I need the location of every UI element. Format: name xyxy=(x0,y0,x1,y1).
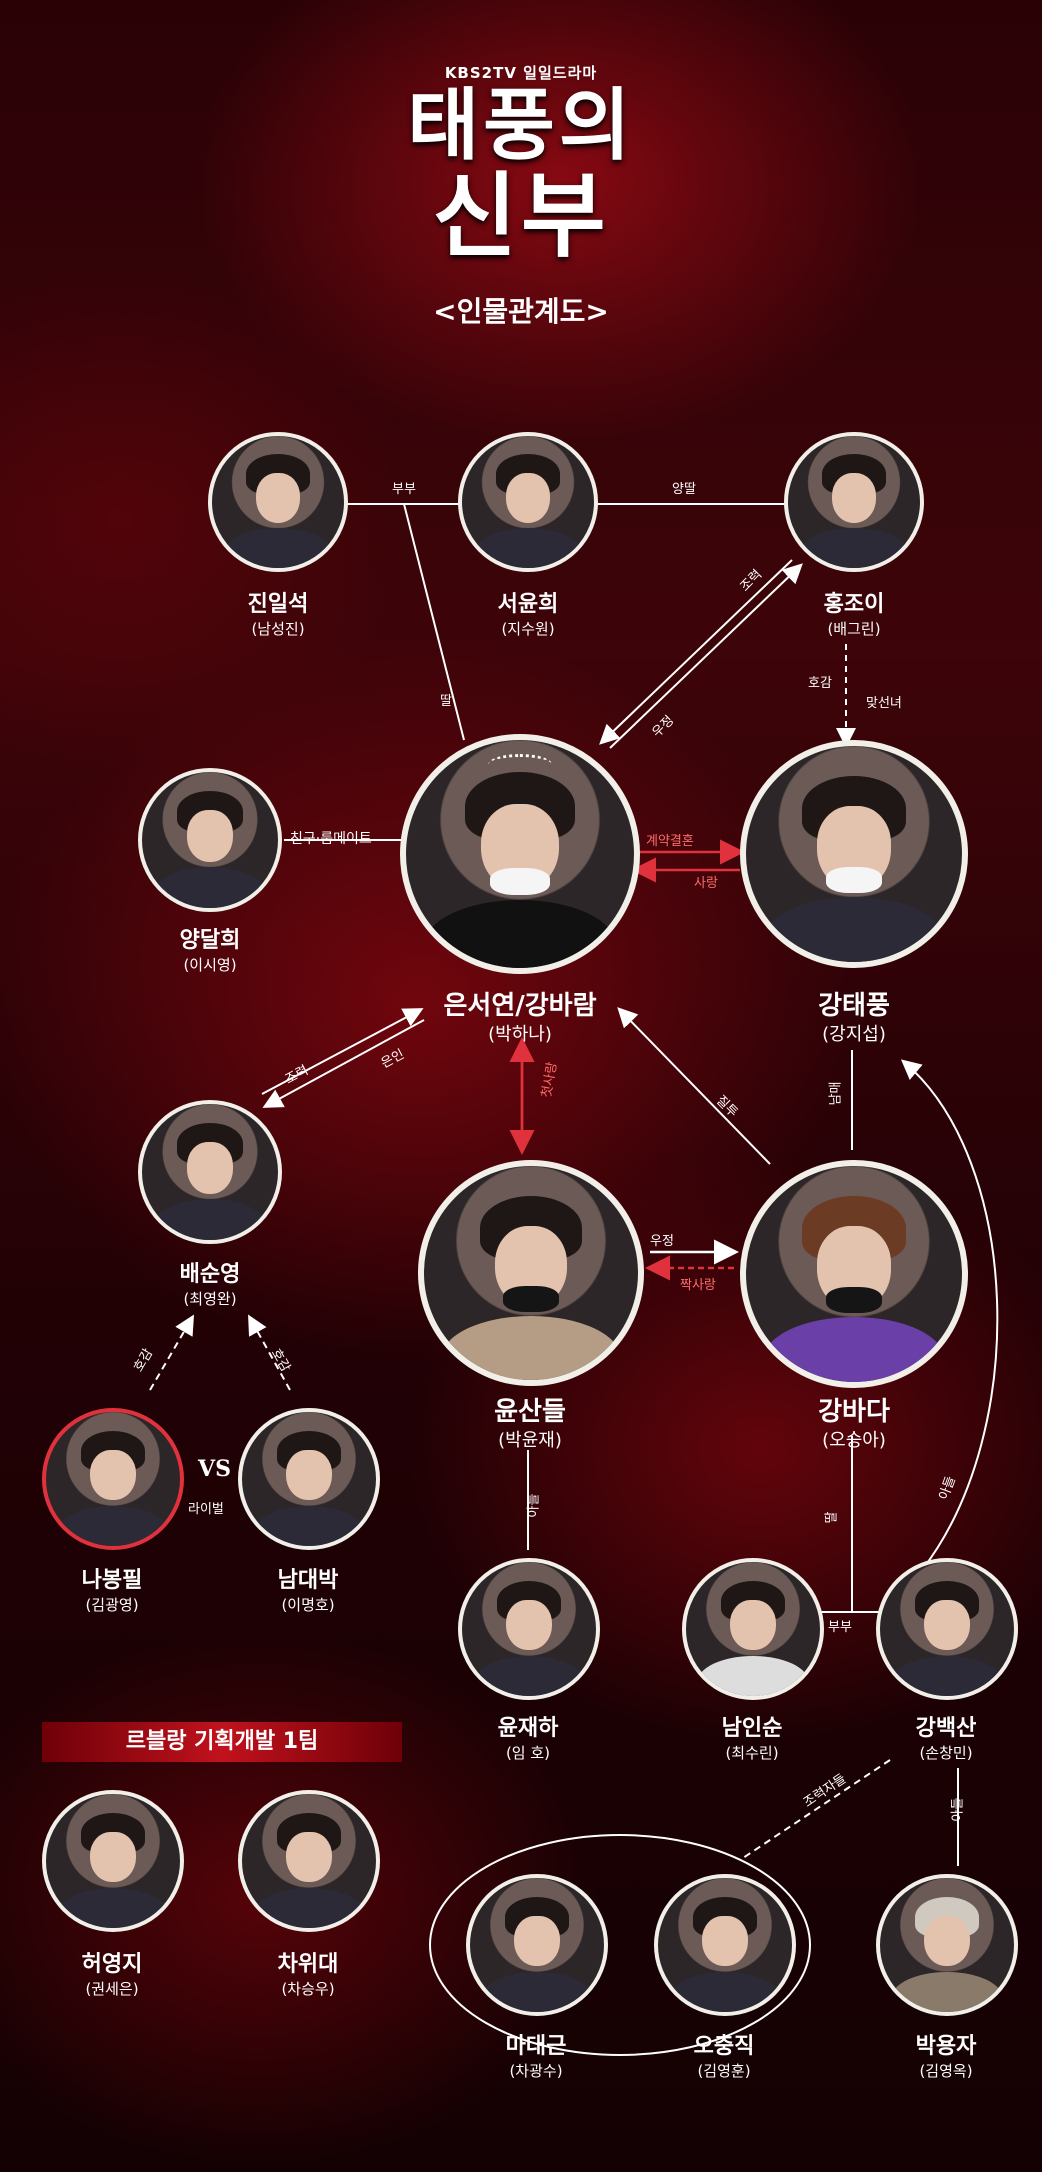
actor-park-yongja: (김영옥) xyxy=(919,2062,973,2080)
relation-nammae: 남매 xyxy=(828,1081,844,1106)
relation-rival: 라이벌 xyxy=(188,1502,224,1517)
name-nam-daebak: 남대박 xyxy=(277,1568,339,1593)
actor-oh-chungjik: (김영훈) xyxy=(697,2062,751,2080)
actor-heo-youngji: (권세은) xyxy=(85,1980,139,1998)
name-eun-seoyeon: 은서연/강바람 xyxy=(443,991,597,1021)
chart-subtitle: <인물관계도> xyxy=(433,295,609,328)
portrait-jin-ilseok xyxy=(208,432,348,572)
portrait-na-bongpil xyxy=(42,1408,184,1550)
relation-bubu-bottom: 부부 xyxy=(828,1620,852,1635)
line-joryeokja xyxy=(739,1759,891,1861)
actor-kang-taepung: (강지섭) xyxy=(822,1024,886,1045)
relation-bubu-top: 부부 xyxy=(392,482,416,497)
actor-nam-daebak: (이명호) xyxy=(281,1596,335,1614)
line-na-bae xyxy=(149,1314,195,1391)
relation-matseonnyeo: 맞선녀 xyxy=(866,696,902,711)
portrait-cha-widae xyxy=(238,1790,380,1932)
name-bae-sunyoung: 배순영 xyxy=(179,1262,241,1287)
relation-ttal: 딸 xyxy=(440,694,452,709)
portrait-kang-taepung xyxy=(740,740,968,968)
name-kang-bada: 강바다 xyxy=(818,1397,890,1427)
portrait-yang-dalhee xyxy=(138,768,282,912)
relation-chingu: 친구·룸메이트 xyxy=(290,831,372,847)
actor-yun-sandeul: (박윤재) xyxy=(498,1430,562,1451)
drama-title-line2: 신부 xyxy=(432,162,610,270)
drama-title-line1: 태풍의 xyxy=(407,80,635,171)
portrait-bae-sunyoung xyxy=(138,1100,282,1244)
line-eun-bae xyxy=(262,1019,425,1108)
portrait-yun-jaeha xyxy=(458,1558,600,1700)
relation-hogam: 호감 xyxy=(808,676,832,691)
name-nam-insun: 남인순 xyxy=(721,1716,783,1741)
name-yun-jaeha: 윤재하 xyxy=(497,1716,559,1741)
helpers-circle xyxy=(429,1834,811,2056)
actor-ma-daegun: (차광수) xyxy=(509,2062,563,2080)
portrait-nam-daebak xyxy=(238,1408,380,1550)
name-kang-baeksan: 강백산 xyxy=(915,1716,977,1741)
actor-bae-sunyoung: (최영완) xyxy=(183,1290,237,1308)
line-eun-hong xyxy=(609,563,803,749)
portrait-seo-yunhee xyxy=(458,432,598,572)
relation-jjaksarang: 짝사랑 xyxy=(680,1278,716,1293)
actor-nam-insun: (최수린) xyxy=(725,1744,779,1762)
name-cha-widae: 차위대 xyxy=(277,1952,339,1977)
name-hong-joi: 홍조이 xyxy=(823,592,885,617)
actor-yang-dalhee: (이시영) xyxy=(183,956,237,974)
portrait-eun-seoyeon xyxy=(400,734,640,974)
actor-na-bongpil: (김광영) xyxy=(85,1596,139,1614)
portrait-hong-joi xyxy=(784,432,924,572)
portrait-kang-bada xyxy=(740,1160,968,1388)
vs-label: VS xyxy=(198,1456,231,1482)
line-nam-bae xyxy=(248,1314,291,1391)
relation-sarang: 사랑 xyxy=(694,876,718,891)
name-seo-yunhee: 서윤희 xyxy=(497,592,559,617)
line-bae-eun xyxy=(261,1008,424,1095)
relation-yangttal: 양딸 xyxy=(672,482,696,497)
actor-kang-baeksan: (손창민) xyxy=(919,1744,973,1762)
actor-jin-ilseok: (남성진) xyxy=(251,620,305,638)
portrait-park-yongja xyxy=(876,1874,1018,2016)
actor-hong-joi: (배그린) xyxy=(827,620,881,638)
broadcaster-label: KBS2TV 일일드라마 xyxy=(444,64,598,82)
relation-gyeyak: 계약결혼 xyxy=(646,834,694,849)
name-jin-ilseok: 진일석 xyxy=(247,592,309,617)
line-baeksan-kang xyxy=(900,1059,999,1571)
name-oh-chungjik: 오충직 xyxy=(693,2034,755,2059)
name-heo-youngji: 허영지 xyxy=(81,1952,143,1977)
name-kang-taepung: 강태풍 xyxy=(818,991,890,1021)
name-ma-daegun: 마대근 xyxy=(505,2034,567,2059)
name-na-bongpil: 나봉필 xyxy=(81,1568,143,1593)
actor-yun-jaeha: (임 호) xyxy=(505,1744,551,1762)
relation-adeul3: 아들 xyxy=(950,1797,966,1822)
name-yang-dalhee: 양달희 xyxy=(179,928,241,953)
actor-kang-bada: (오승아) xyxy=(822,1430,886,1451)
relation-ttal2: 딸 xyxy=(824,1511,840,1524)
actor-cha-widae: (차승우) xyxy=(281,1980,335,1998)
line-bada-eun xyxy=(617,1007,771,1165)
name-yun-sandeul: 윤산들 xyxy=(494,1397,566,1427)
actor-seo-yunhee: (지수원) xyxy=(501,620,555,638)
actor-eun-seoyeon: (박하나) xyxy=(488,1024,552,1045)
portrait-ma-daegun xyxy=(466,1874,608,2016)
line-bubu-to-eun xyxy=(403,503,465,741)
portrait-oh-chungjik xyxy=(654,1874,796,2016)
team-banner: 르블랑 기획개발 1팀 xyxy=(42,1722,402,1762)
portrait-nam-insun xyxy=(682,1558,824,1700)
relation-ujeong2: 우정 xyxy=(650,1234,674,1249)
portrait-heo-youngji xyxy=(42,1790,184,1932)
name-park-yongja: 박용자 xyxy=(915,2034,977,2059)
portrait-yun-sandeul xyxy=(418,1160,644,1386)
relation-adeul1: 아들 xyxy=(526,1493,542,1518)
portrait-kang-baeksan xyxy=(876,1558,1018,1700)
line-hong-eun xyxy=(599,559,793,745)
